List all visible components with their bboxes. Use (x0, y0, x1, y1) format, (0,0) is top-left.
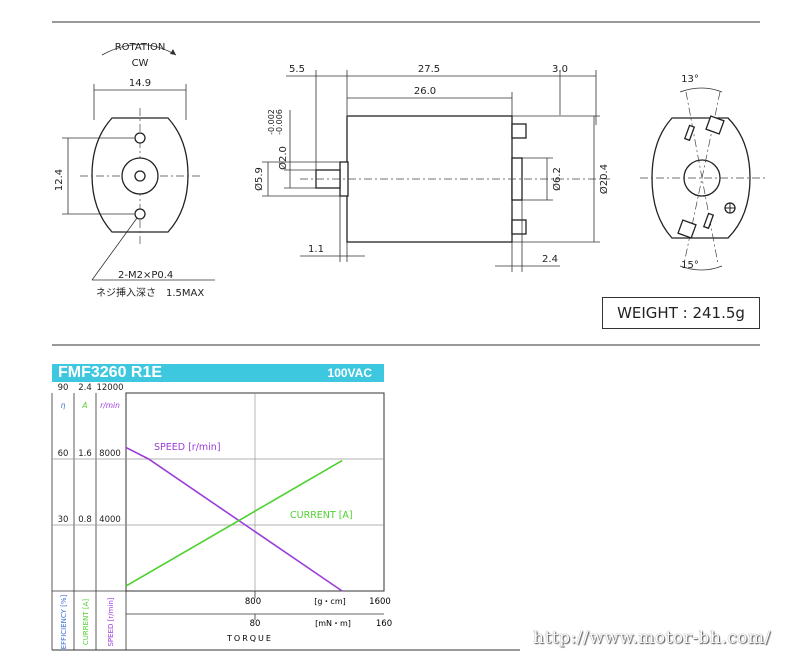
y-tick-label: 90 (58, 383, 69, 393)
dim-boss-len: 1.1 (308, 244, 324, 255)
rotation-direction: CW (132, 58, 149, 69)
front-view: ROTATION CW 14.9 12.4 2-M2×P0.4 ネジ挿入深さ 1… (54, 42, 215, 299)
rear-view: 13° 15° (640, 74, 765, 271)
y-axis-title: EFFICIENCY [%] (60, 594, 68, 649)
watermark-url: http://www.motor-bh.com/ (533, 628, 771, 648)
dim-body: 26.0 (414, 86, 436, 97)
arrowhead-icon (170, 49, 176, 55)
y-tick-label: 2.4 (78, 383, 92, 393)
screw-hole-top (134, 132, 146, 144)
terminal-top (511, 123, 527, 139)
dim-shaft-dia: Ø2.0 (277, 146, 289, 170)
series-label: SPEED [r/min] (154, 442, 221, 453)
y-tick-label: 12000 (96, 383, 123, 393)
x-unit-label: [g・cm] (314, 597, 346, 606)
x-axis: 800 1600 [g・cm] 80 160 [mN・m] TORQUE (126, 591, 392, 643)
brush-bottom (702, 212, 715, 230)
series-line (125, 459, 343, 587)
y-axis-symbol: r/min (100, 401, 120, 410)
rotation-arrow-icon (101, 44, 177, 56)
screw-note-2: ネジ挿入深さ 1.5MAX (96, 286, 204, 299)
y-tick-label: 60 (58, 449, 69, 459)
axis-titles: EFFICIENCY [%] CURRENT [A] SPEED [r/min] (60, 594, 115, 649)
front-width-dim: 14.9 (129, 78, 151, 89)
front-shaft (134, 170, 146, 182)
series-label: CURRENT [A] (290, 510, 353, 521)
chart-voltage: 100VAC (327, 366, 372, 380)
dim-boss: Ø5.9 (253, 167, 265, 191)
y-tick-label: 1.6 (78, 449, 92, 459)
weight-box: WEIGHT : 241.5g (602, 297, 760, 329)
terminal-bottom (511, 219, 527, 235)
chart-model: FMF3260 R1E (58, 364, 163, 381)
front-height-dim: 12.4 (54, 169, 65, 191)
x-tick-label: 1600 (369, 597, 391, 607)
y-tick-label: 8000 (99, 449, 121, 459)
brush-top (683, 124, 696, 142)
y-axis-symbol: A (81, 401, 87, 410)
angle-bottom: 15° (681, 260, 699, 271)
dim-body-total: 27.5 (418, 64, 440, 75)
screw-hole-bottom (134, 208, 146, 220)
performance-chart: 30 60 90 η 0.8 1.6 2.4A 4000 8000 12000 r/min 800 1… (51, 383, 392, 650)
plot-hgrid (52, 458, 384, 526)
screw-note-1: 2-M2×P0.4 (118, 270, 173, 281)
x-tick-label: 160 (376, 619, 392, 629)
y-axis-title: SPEED [r/min] (107, 597, 115, 646)
dim-rear-len: 2.4 (542, 254, 558, 265)
y-tick-label: 4000 (99, 515, 121, 525)
y-axis-title: CURRENT [A] (82, 599, 90, 645)
x-tick-label: 800 (245, 597, 261, 607)
side-view: 5.5 27.5 3.0 26.0 Ø5.9 Ø2.0 -0.002 -0.00… (253, 64, 610, 272)
series-line (125, 446, 343, 592)
dim-shaft-tol-upper: -0.002 (267, 109, 276, 135)
angle-top: 13° (681, 74, 699, 85)
x-axis-title: TORQUE (226, 634, 273, 643)
dim-rear-boss: Ø6.2 (551, 167, 563, 191)
dim-shaft-tol-lower: -0.006 (275, 109, 284, 135)
series-lines (125, 446, 343, 592)
x-tick-label: 80 (250, 619, 261, 629)
rotation-label: ROTATION (115, 42, 166, 53)
dim-terminal: 3.0 (552, 64, 568, 75)
y-tick-label: 30 (58, 515, 69, 525)
chart-header: FMF3260 R1E 100VAC (52, 364, 384, 382)
rear-terminal-bottom (677, 219, 697, 239)
series-labels: SPEED [r/min] CURRENT [A] (154, 442, 353, 521)
dim-shaft-len: 5.5 (289, 64, 305, 75)
y-tick-labels: 30 60 90 η 0.8 1.6 2.4A 4000 8000 12000 r/min (58, 383, 124, 525)
rear-terminal-top (705, 115, 725, 135)
x-unit-label: [mN・m] (315, 619, 351, 628)
dim-body-dia: Ø20.4 (598, 164, 610, 194)
y-tick-label: 0.8 (78, 515, 92, 525)
y-axis-symbol: η (61, 401, 66, 410)
